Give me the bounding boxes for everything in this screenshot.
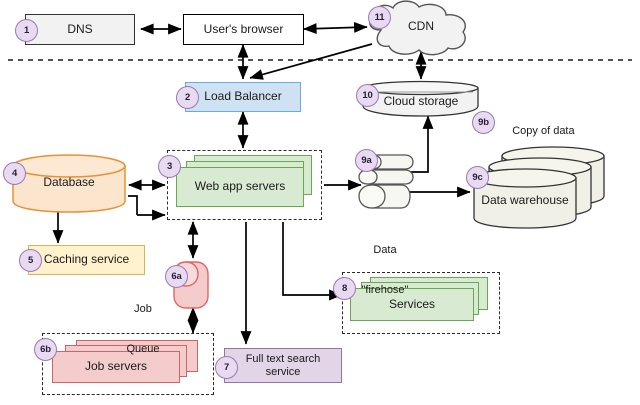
badge-database[interactable]: 4 — [3, 162, 26, 185]
services-stack[interactable]: Services — [350, 277, 495, 329]
firehose-caption-line2: "firehose" — [361, 283, 409, 296]
load-balancer-node[interactable]: Load Balancer — [185, 82, 301, 112]
badge-job-servers[interactable]: 6b — [34, 338, 57, 361]
badge-job-queue[interactable]: 6a — [165, 265, 188, 288]
services-card-front: Services — [350, 288, 474, 321]
browser-label: User's browser — [203, 21, 284, 36]
dns-node[interactable]: DNS — [25, 14, 135, 45]
badge-search[interactable]: 7 — [215, 356, 238, 379]
badge-load-balancer[interactable]: 2 — [176, 86, 199, 109]
firehose-caption-line1: Data — [373, 244, 397, 257]
dns-label: DNS — [67, 21, 93, 36]
firehose-caption: Data "firehose" — [352, 218, 418, 324]
caching-service-label: Caching service — [43, 252, 130, 267]
web-app-label: Web app servers — [194, 179, 286, 194]
job-servers-group — [42, 333, 214, 395]
copy-of-data-label: Copy of data — [512, 125, 575, 138]
warehouse-shape — [473, 146, 605, 229]
job-queue-caption-line2: Queue — [126, 342, 160, 355]
job-servers-stack[interactable]: Job servers — [52, 340, 207, 390]
search-label-line1: Full text search — [245, 352, 321, 365]
badge-dns[interactable]: 1 — [15, 19, 38, 42]
badge-web-app[interactable]: 3 — [158, 155, 181, 178]
badge-caching[interactable]: 5 — [19, 249, 42, 272]
web-app-servers-stack[interactable]: Web app servers — [176, 155, 316, 215]
caching-service-node[interactable]: Caching service — [28, 245, 145, 275]
cdn-node[interactable]: CDN — [386, 14, 456, 40]
database-shape — [12, 154, 126, 213]
job-servers-card-front: Job servers — [52, 351, 180, 383]
badge-warehouse[interactable]: 9c — [466, 166, 489, 189]
web-app-servers-group — [167, 150, 322, 220]
cdn-label: CDN — [408, 19, 434, 34]
load-balancer-label: Load Balancer — [204, 89, 282, 104]
search-label-line2: service — [265, 365, 301, 378]
cloud-storage-shape — [362, 80, 479, 117]
services-label: Services — [388, 296, 435, 311]
web-app-card-front: Web app servers — [176, 167, 304, 207]
full-text-search-node[interactable]: Full text search service — [224, 348, 342, 383]
cloud-storage-node[interactable]: Cloud storage — [366, 91, 476, 113]
job-servers-label: Job servers — [84, 359, 148, 374]
badge-cloud-storage[interactable]: 10 — [356, 84, 379, 107]
badge-copy-of-data[interactable]: 9b — [472, 111, 495, 134]
cloud-storage-label: Cloud storage — [383, 94, 459, 109]
warehouse-label: Data warehouse — [481, 193, 569, 208]
database-node[interactable]: Database — [20, 172, 118, 194]
services-group — [342, 272, 500, 334]
warehouse-node[interactable]: Data warehouse — [478, 190, 572, 212]
badge-firehose[interactable]: 9a — [355, 149, 378, 172]
job-queue-caption-line1: Job — [134, 303, 152, 316]
badge-cdn[interactable]: 11 — [368, 6, 391, 29]
browser-node[interactable]: User's browser — [183, 14, 304, 45]
badge-services[interactable]: 8 — [333, 277, 356, 300]
job-queue-caption: Job Queue — [112, 277, 174, 383]
database-label: Database — [43, 175, 95, 190]
